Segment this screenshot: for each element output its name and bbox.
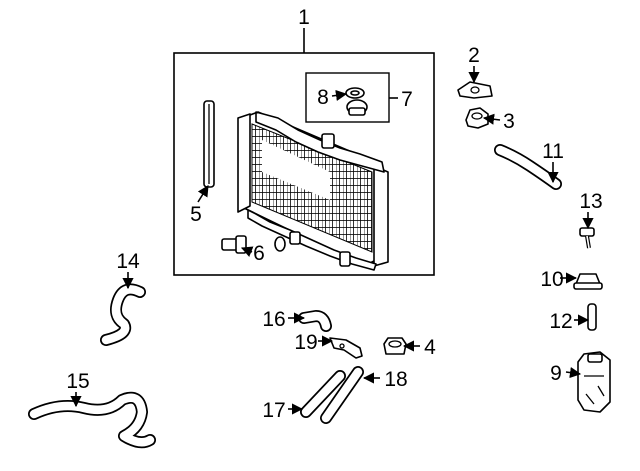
- callout-9: 9: [550, 362, 562, 385]
- callout-14: 14: [116, 250, 140, 273]
- callout-5-leader: [197, 185, 209, 203]
- callout-4: 4: [424, 336, 436, 359]
- callout-17: 17: [262, 399, 285, 422]
- o-ring: [274, 236, 286, 252]
- callout-8-leader: [331, 89, 348, 101]
- callout-19: 19: [294, 331, 317, 354]
- part-15-lower-hose: [28, 391, 156, 449]
- callout-16: 16: [262, 308, 285, 331]
- callout-8: 8: [317, 86, 329, 109]
- part-3-cushion: [465, 107, 489, 129]
- part-17-hose: [300, 370, 346, 418]
- callout-5: 5: [190, 203, 202, 226]
- part-19-bracket: [329, 337, 363, 359]
- callout-6-leader: [240, 246, 254, 257]
- callout-9-leader: [565, 367, 582, 379]
- radiator-core: [237, 111, 389, 271]
- part-13-bolt: [579, 227, 595, 249]
- callout-2: 2: [468, 44, 480, 67]
- part-6-drain-plug: [221, 235, 247, 254]
- part-4-grommet: [383, 337, 407, 355]
- part-5-seal: [203, 100, 215, 188]
- part-14-upper-hose: [100, 283, 146, 346]
- callout-6: 6: [253, 242, 265, 265]
- radiator-cap: [346, 99, 368, 116]
- part-16-hose: [298, 310, 332, 332]
- part-9-reserve-tank: [577, 351, 611, 413]
- callout-13: 13: [579, 190, 602, 213]
- callout-10: 10: [540, 268, 563, 291]
- callout-3: 3: [503, 110, 515, 133]
- callout-12: 12: [549, 310, 572, 333]
- part-10-nut: [573, 273, 603, 290]
- callout-18: 18: [384, 368, 407, 391]
- callout-11: 11: [542, 140, 564, 163]
- part-2-bracket: [457, 81, 493, 99]
- part-8-gasket: [345, 87, 365, 99]
- callout-3-leader: [482, 113, 501, 125]
- part-18-hose: [320, 366, 364, 424]
- callout-7: 7: [401, 88, 413, 111]
- callout-1: 1: [298, 6, 310, 29]
- part-12-pipe: [587, 303, 597, 331]
- callout-15: 15: [66, 370, 89, 393]
